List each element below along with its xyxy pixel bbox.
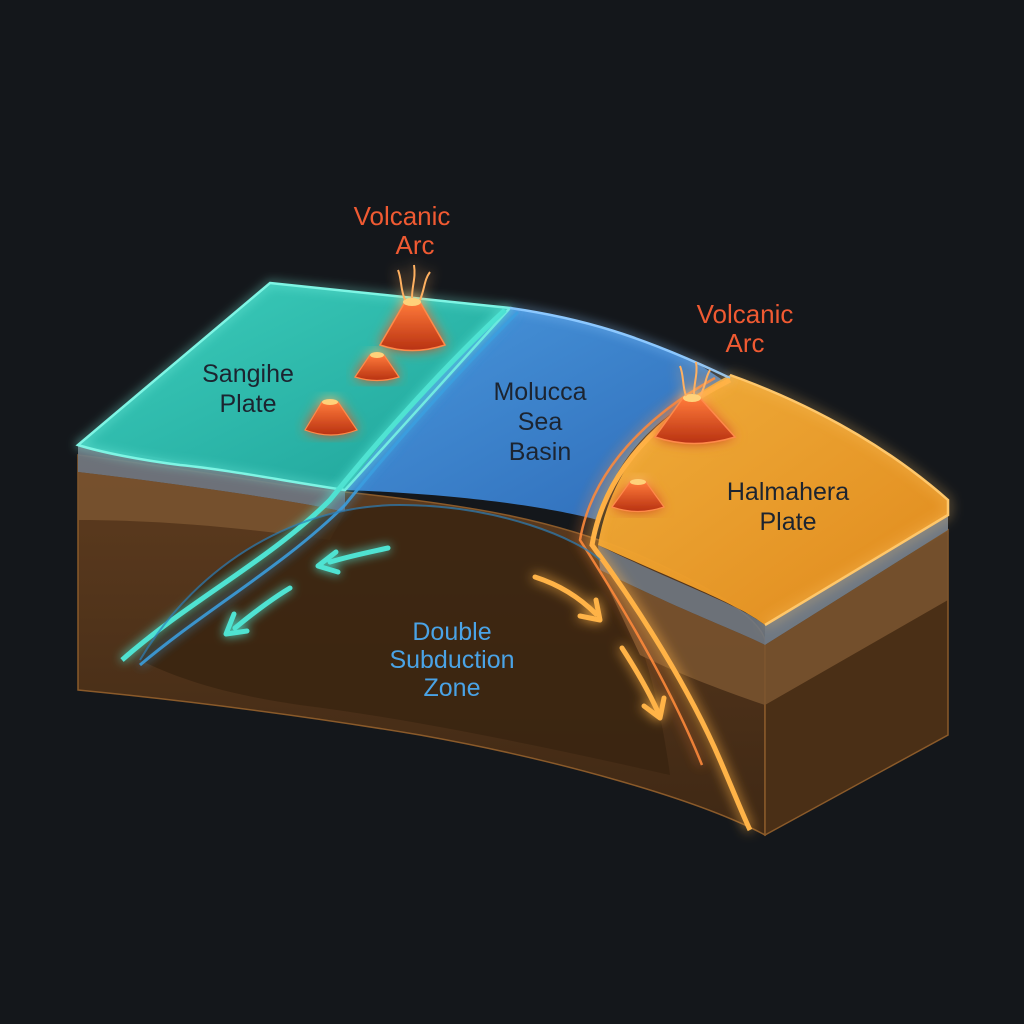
crust-layer-front-right [598,545,765,645]
volcanic-arc-label-left: Volcanic Arc [354,201,451,260]
zone-line-1: Double [412,618,491,646]
sediment-layer-left [78,472,345,540]
volcano-icon [378,264,447,352]
left-subducting-slab-inner [139,310,520,667]
molucca-sea-basin-surface [345,308,730,520]
molucca-sea-basin-label: Molucca Sea Basin [493,378,586,466]
volcanic-arc-left-line-2: Arc [396,230,435,260]
volcanic-arc-right-line-1: Volcanic [697,299,794,329]
double-subduction-zone-label: Double Subduction Zone [389,618,514,702]
mantle-dome [140,505,670,775]
volcanic-arc-label-right: Volcanic Arc [697,299,794,358]
right-subducting-slab [589,377,753,832]
zone-line-2: Subduction [389,646,514,674]
sangihe-plate-label: Sangihe Plate [202,360,294,418]
molucca-line-1: Molucca [493,378,586,406]
molucca-basin-outline [509,306,731,380]
crust-layer-left [78,445,345,512]
sediment-layer-front-right [600,570,765,705]
volcano-icon [304,399,358,436]
halmahera-plate-label: Halmahera Plate [727,478,849,536]
left-subducting-slab [120,308,507,662]
subduction-arrow-right [532,574,667,721]
sangihe-plate-outline [75,281,513,492]
zone-line-3: Zone [424,674,481,702]
halmahera-plate-outline [729,373,950,627]
volcano-icon [653,361,737,445]
molucca-line-2: Sea [518,408,563,436]
volcano-icon [354,352,400,382]
sangihe-plate-line-2: Plate [220,390,277,418]
volcanic-arc-right-line-2: Arc [726,328,765,358]
subduction-base-curve [139,503,601,661]
volcano-icon [611,479,665,513]
halmahera-plate-line-2: Plate [760,508,817,536]
molucca-line-3: Basin [509,438,572,466]
right-subducting-slab-inner [578,376,716,766]
halmahera-plate-line-1: Halmahera [727,478,849,506]
sediment-layer-right [765,530,948,705]
subduction-arrow-left [223,545,391,637]
sangihe-plate-line-1: Sangihe [202,360,294,388]
volcanic-arc-left-line-1: Volcanic [354,201,451,231]
